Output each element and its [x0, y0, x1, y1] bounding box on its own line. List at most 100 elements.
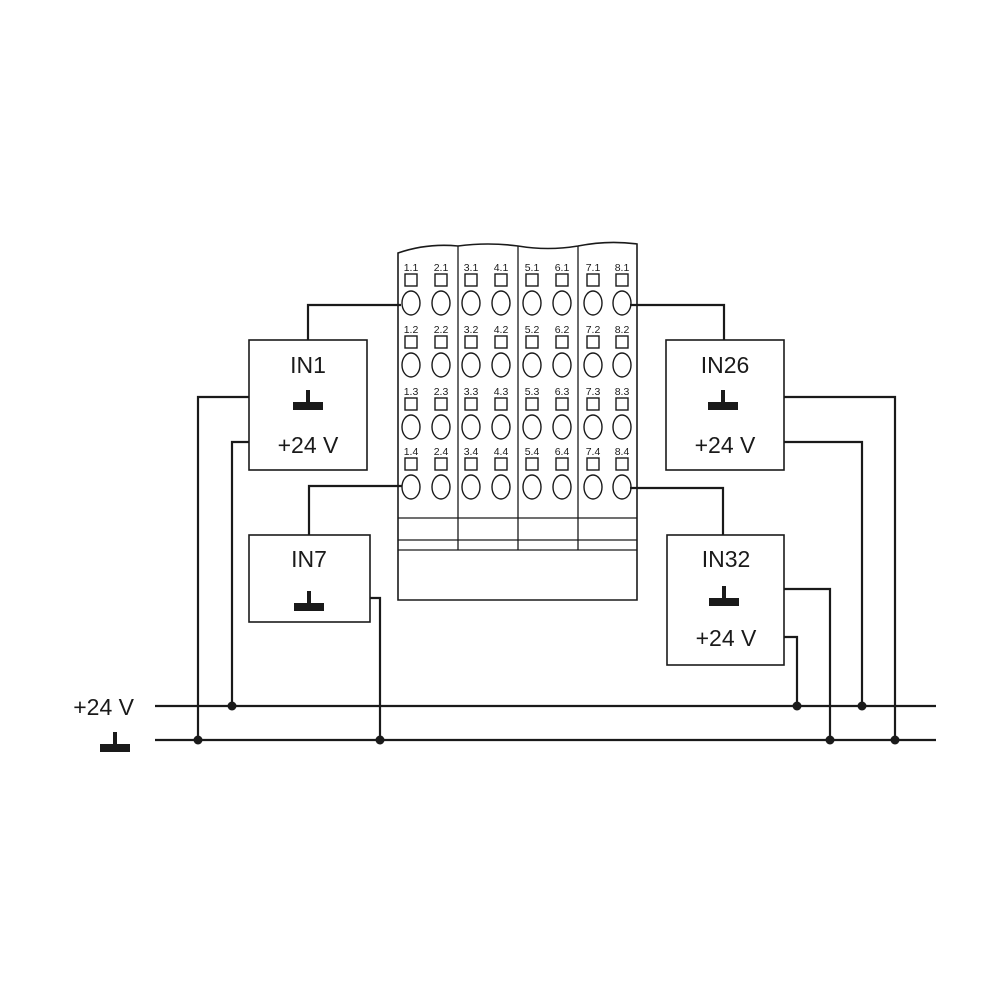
terminal-label: 6.2 — [555, 324, 570, 336]
terminal-test-point — [464, 457, 478, 471]
terminal-clamp — [522, 474, 542, 500]
terminal-test-point — [525, 273, 539, 287]
terminal-label: 7.3 — [586, 386, 601, 398]
device-in1-supply: +24 V — [278, 432, 339, 458]
terminal-test-point — [586, 273, 600, 287]
junction-dot — [227, 701, 237, 711]
terminal-clamp — [401, 352, 421, 378]
junction-dot — [857, 701, 867, 711]
terminal-clamp — [583, 352, 603, 378]
device-in1-name: IN1 — [290, 352, 326, 378]
terminal-clamp — [552, 290, 572, 316]
terminal-label: 2.4 — [434, 446, 449, 458]
terminal-clamp — [431, 414, 451, 440]
terminal-test-point — [586, 457, 600, 471]
junction-dot — [825, 735, 835, 745]
terminal-label: 1.2 — [404, 324, 419, 336]
terminal-label: 3.3 — [464, 386, 479, 398]
device-in32-supply: +24 V — [696, 625, 757, 651]
wire-in7-ground — [370, 596, 382, 740]
terminal-test-point — [586, 397, 600, 411]
terminal-label: 6.3 — [555, 386, 570, 398]
device-in32-ground-icon — [709, 586, 739, 606]
terminal-test-point — [555, 335, 569, 349]
terminal-clamp — [491, 290, 511, 316]
wire-in32-supply — [784, 635, 799, 706]
terminal-clamp — [491, 352, 511, 378]
terminal-label: 5.1 — [525, 262, 540, 274]
terminal-clamp — [552, 414, 572, 440]
device-in7: IN7 — [248, 534, 371, 623]
terminal-test-point — [555, 273, 569, 287]
wire-in1-supply — [230, 440, 249, 706]
terminal-test-point — [615, 397, 629, 411]
terminal-label: 2.1 — [434, 262, 449, 274]
terminal-test-point — [525, 335, 539, 349]
terminal-clamp — [552, 352, 572, 378]
terminal-clamp — [612, 414, 632, 440]
terminal-clamp — [491, 474, 511, 500]
wire-in26-supply — [784, 440, 864, 706]
terminal-label: 2.2 — [434, 324, 449, 336]
terminal-label: 4.2 — [494, 324, 509, 336]
junction-dot — [890, 735, 900, 745]
terminal-clamp — [552, 474, 572, 500]
terminal-test-point — [615, 335, 629, 349]
terminal-test-point — [464, 397, 478, 411]
terminal-test-point — [434, 397, 448, 411]
terminal-test-point — [434, 273, 448, 287]
terminal-clamp — [461, 474, 481, 500]
device-in32-name: IN32 — [702, 546, 751, 572]
terminal-label: 2.3 — [434, 386, 449, 398]
wire-in1-ground — [196, 395, 249, 740]
terminal-test-point — [494, 457, 508, 471]
junction-dot — [792, 701, 802, 711]
terminal-label: 5.4 — [525, 446, 540, 458]
wire-in1-signal — [306, 303, 401, 340]
terminal-test-point — [525, 397, 539, 411]
terminal-label: 6.1 — [555, 262, 570, 274]
terminal-test-point — [615, 273, 629, 287]
wire-in32-signal — [630, 486, 725, 535]
terminal-clamp — [522, 352, 542, 378]
terminal-label: 5.3 — [525, 386, 540, 398]
terminal-clamp — [612, 474, 632, 500]
terminal-label: 8.4 — [615, 446, 630, 458]
terminal-clamp — [401, 290, 421, 316]
terminal-label: 5.2 — [525, 324, 540, 336]
terminal-clamp — [431, 474, 451, 500]
terminal-clamp — [401, 474, 421, 500]
terminal-test-point — [615, 457, 629, 471]
terminal-test-point — [555, 457, 569, 471]
terminal-label: 1.3 — [404, 386, 419, 398]
terminal-test-point — [555, 397, 569, 411]
device-in26-ground-icon — [708, 390, 738, 410]
terminal-label: 7.1 — [586, 262, 601, 274]
terminal-clamp — [612, 290, 632, 316]
terminal-clamp — [491, 414, 511, 440]
terminal-label: 6.4 — [555, 446, 570, 458]
junction-dot — [375, 735, 385, 745]
device-in7-name: IN7 — [291, 546, 327, 572]
terminal-clamp — [461, 414, 481, 440]
device-in26-name: IN26 — [701, 352, 750, 378]
terminal-clamp — [583, 474, 603, 500]
terminal-test-point — [404, 273, 418, 287]
wire-in7-signal — [307, 484, 402, 535]
terminal-label: 3.4 — [464, 446, 479, 458]
device-in7-ground-icon — [294, 591, 324, 611]
terminal-test-point — [404, 335, 418, 349]
terminal-label: 1.4 — [404, 446, 419, 458]
ground-rail-icon — [100, 732, 130, 752]
device-in1-ground-icon — [293, 390, 323, 410]
terminal-clamp — [431, 352, 451, 378]
terminal-label: 8.2 — [615, 324, 630, 336]
terminal-test-point — [586, 335, 600, 349]
terminal-test-point — [494, 397, 508, 411]
terminal-test-point — [525, 457, 539, 471]
terminal-test-point — [464, 335, 478, 349]
terminal-test-point — [494, 335, 508, 349]
wire-in32-ground — [784, 587, 832, 740]
terminal-block: 1.11.21.31.42.12.22.32.43.13.23.33.44.14… — [397, 241, 638, 601]
